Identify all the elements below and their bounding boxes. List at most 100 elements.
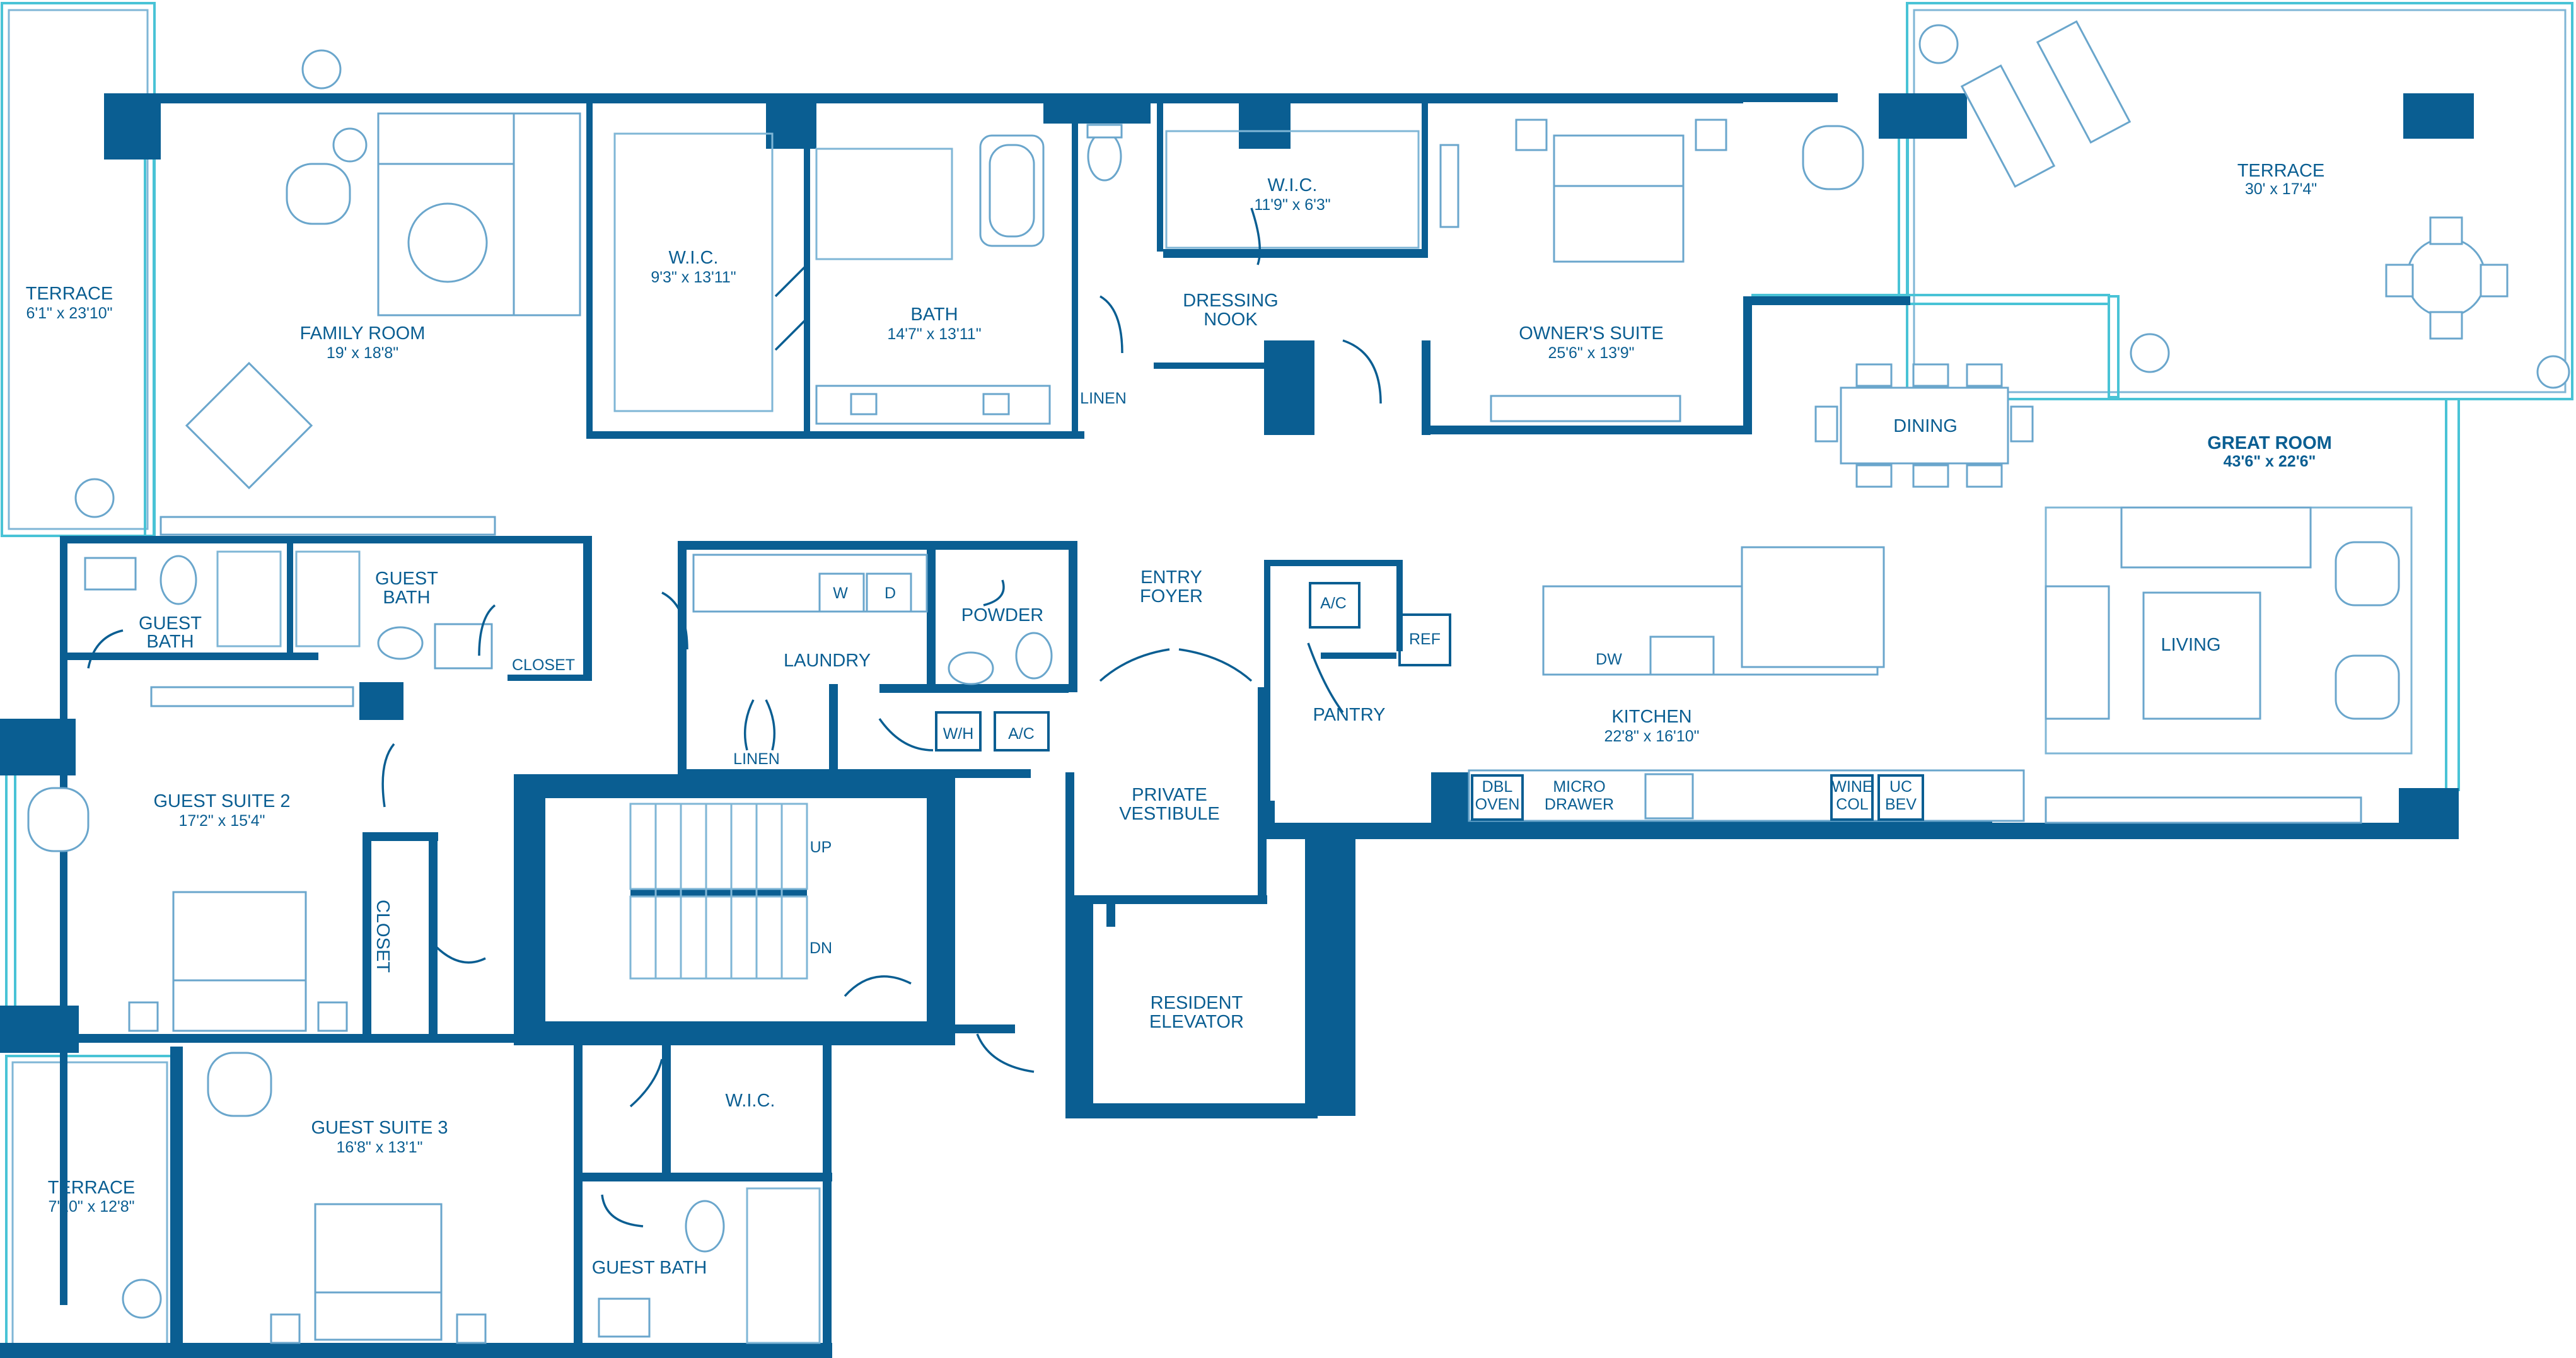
great-room-glass xyxy=(2445,398,2460,791)
water-heater xyxy=(935,711,982,752)
suite2-west-glass xyxy=(5,743,16,1035)
kitchen-counter xyxy=(1468,769,2025,822)
micro-label-2: DRAWER xyxy=(1545,796,1614,813)
lounger-2 xyxy=(2036,20,2132,144)
island-table xyxy=(1741,546,1885,668)
terrace-west-outline xyxy=(1,2,156,537)
closet-2-name: CLOSET xyxy=(373,900,393,973)
ac-1-label: A/C xyxy=(1008,725,1035,743)
owners-suite-name: OWNER'S SUITE xyxy=(1519,323,1664,344)
water-heater-label: W/H xyxy=(943,725,974,743)
resident-elevator-name-2: ELEVATOR xyxy=(1149,1012,1244,1032)
washer-label: W xyxy=(833,584,848,602)
stair-up-label: UP xyxy=(810,839,832,856)
labels: TERRACE 6'1" x 23'10" FAMILY ROOM 19' x … xyxy=(26,161,2332,1278)
dressing-nook-name-2: NOOK xyxy=(1204,310,1258,330)
stair-down-label: DN xyxy=(809,939,832,957)
wine-col-label-2: COL xyxy=(1836,796,1869,813)
terrace-east-inner xyxy=(1913,9,2567,393)
bath-name: BATH xyxy=(910,305,958,325)
terrace-east-outline xyxy=(1906,2,2573,400)
uc-beverage xyxy=(1877,774,1924,821)
dryer-label: D xyxy=(885,584,896,602)
kitchen-name: KITCHEN xyxy=(1611,707,1691,727)
living-sofa xyxy=(2120,506,2312,569)
living-name: LIVING xyxy=(2161,635,2220,655)
wic-3-name: W.I.C. xyxy=(726,1091,775,1111)
furniture xyxy=(27,20,2509,1344)
wic-1-dims: 9'3" x 13'11" xyxy=(651,269,736,286)
uc-bev-label-2: BEV xyxy=(1885,796,1917,813)
guest-bath-2-name-1: GUEST xyxy=(375,569,438,589)
plant-icon xyxy=(2536,355,2570,389)
powder-name: POWDER xyxy=(961,605,1044,625)
terrace-sw-dims: 7'10" x 12'8" xyxy=(48,1198,134,1216)
terrace-west-name: TERRACE xyxy=(26,284,113,304)
terrace-east-dims: 30' x 17'4" xyxy=(2245,180,2317,198)
linen-bath-name: LINEN xyxy=(1080,390,1127,407)
shower xyxy=(815,148,953,260)
terrace-east-name: TERRACE xyxy=(2237,161,2325,181)
terrace-west-inner xyxy=(8,9,149,530)
plant-icon xyxy=(1918,24,1959,64)
terrace-west-dims: 6'1" x 23'10" xyxy=(26,305,112,322)
entry-foyer-name-2: FOYER xyxy=(1140,586,1203,606)
coffee-table xyxy=(407,202,488,283)
dining-table-family xyxy=(185,361,313,490)
guest-suite-2-name: GUEST SUITE 2 xyxy=(153,791,290,811)
private-vestibule-name-1: PRIVATE xyxy=(1132,785,1207,805)
dining-name: DINING xyxy=(1893,416,1958,436)
wine-cooler xyxy=(1830,774,1874,821)
dbl-oven-label-2: OVEN xyxy=(1475,796,1520,813)
terrace-table xyxy=(2406,237,2486,318)
guest-suite-3-name: GUEST SUITE 3 xyxy=(311,1118,448,1138)
plant-icon xyxy=(122,1279,162,1319)
stair-treads xyxy=(629,803,808,980)
dbl-oven-label-1: DBL xyxy=(1482,778,1513,796)
guest-bath-2-name-2: BATH xyxy=(383,588,430,608)
great-room-name: GREAT ROOM xyxy=(2207,433,2332,453)
guest-suite-2-dims: 17'2" x 15'4" xyxy=(178,812,265,830)
refrigerator xyxy=(1398,613,1451,666)
micro-label-1: MICRO xyxy=(1553,778,1605,796)
pantry-name: PANTRY xyxy=(1313,705,1386,725)
toilet xyxy=(1087,131,1122,182)
terrace-sw-name: TERRACE xyxy=(48,1178,136,1198)
bath-dims: 14'7" x 13'11" xyxy=(887,325,981,343)
dining-table xyxy=(1840,386,2009,465)
doors xyxy=(87,207,1382,1227)
uc-bev-label-1: UC xyxy=(1889,778,1912,796)
private-vestibule-name-2: VESTIBULE xyxy=(1119,804,1220,824)
ac-unit-1 xyxy=(994,711,1050,752)
closet-1-name: CLOSET xyxy=(512,656,575,674)
plant-decorations xyxy=(74,24,2570,1319)
wic-2-name: W.I.C. xyxy=(1268,175,1318,195)
resident-elevator-name-1: RESIDENT xyxy=(1151,993,1243,1013)
family-room-dims: 19' x 18'8" xyxy=(327,344,398,362)
walls xyxy=(0,93,2474,1358)
dw-label: DW xyxy=(1596,651,1622,668)
ref-label: REF xyxy=(1409,630,1441,648)
guest-suite-3-dims: 16'8" x 13'1" xyxy=(336,1139,422,1156)
armchair-owners xyxy=(1802,125,1864,190)
terrace-east-glass xyxy=(2108,295,2120,398)
wic-2-dims: 11'9" x 6'3" xyxy=(1254,196,1330,214)
plant-icon xyxy=(2130,333,2170,373)
linen-laundry-name: LINEN xyxy=(733,750,780,768)
guest-bath-1-name-2: BATH xyxy=(146,632,194,652)
laundry-name: LAUNDRY xyxy=(784,651,871,671)
dressing-nook-name-1: DRESSING xyxy=(1183,291,1278,311)
plant-icon xyxy=(301,49,342,90)
family-west-glass xyxy=(144,93,155,537)
lounger-1 xyxy=(1960,64,2056,188)
entry-foyer-name-1: ENTRY xyxy=(1140,567,1202,588)
guest-bath-3-name: GUEST BATH xyxy=(592,1258,707,1278)
plant-icon xyxy=(74,478,115,518)
great-room-dims: 43'6" x 22'6" xyxy=(2224,453,2316,470)
guest-bath-1-name-1: GUEST xyxy=(139,613,202,634)
family-room-name: FAMILY ROOM xyxy=(300,323,426,344)
wic-1-name: W.I.C. xyxy=(669,248,719,268)
double-oven xyxy=(1471,774,1524,821)
ac-2-label: A/C xyxy=(1320,595,1347,612)
